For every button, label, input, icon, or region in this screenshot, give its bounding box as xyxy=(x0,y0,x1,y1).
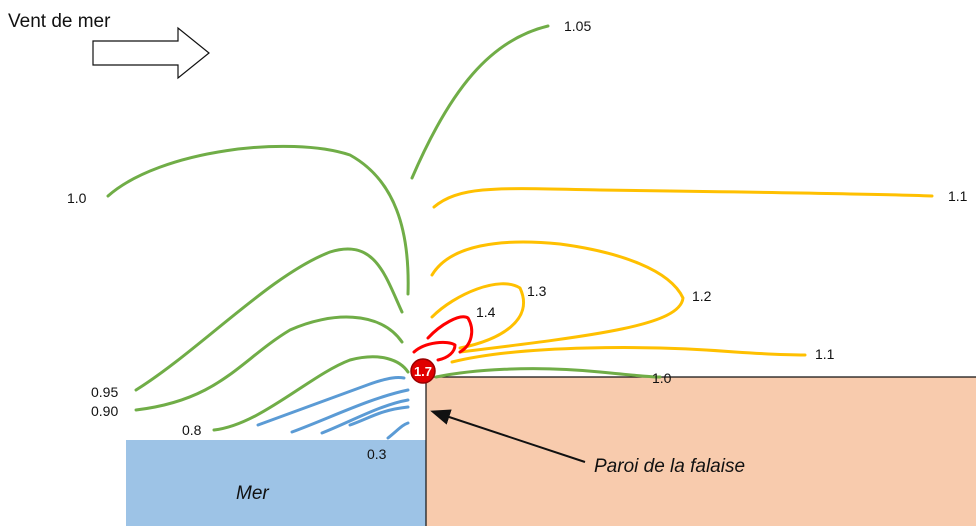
isoline-0-8 xyxy=(214,357,408,430)
diagram-title: Vent de mer xyxy=(8,11,111,32)
cliff-block xyxy=(426,377,976,526)
label-1-1-low: 1.1 xyxy=(815,346,835,362)
label-0-3: 0.3 xyxy=(367,446,387,462)
label-0-8: 0.8 xyxy=(182,422,202,438)
isoline-blue-5 xyxy=(388,423,408,438)
isoline-1-1-low xyxy=(452,348,805,362)
isoline-1-0-surface xyxy=(436,369,660,377)
wind-arrow-icon xyxy=(93,28,209,78)
label-1-0-surface: 1.0 xyxy=(652,370,672,386)
isoline-1-1-top xyxy=(434,189,932,207)
label-0-95: 0.95 xyxy=(91,384,118,400)
peak-value-label: 1.7 xyxy=(414,364,432,379)
label-1-2: 1.2 xyxy=(692,288,712,304)
isoline-1-0-top xyxy=(108,146,408,294)
isoline-1-2 xyxy=(432,242,683,352)
label-1-1-top: 1.1 xyxy=(948,188,968,204)
label-1-05: 1.05 xyxy=(564,18,591,34)
label-1-4: 1.4 xyxy=(476,304,496,320)
isoline-red-inner xyxy=(414,342,455,360)
cliff-wall-label: Paroi de la falaise xyxy=(594,456,745,477)
label-0-90: 0.90 xyxy=(91,403,118,419)
isoline-0-90 xyxy=(136,317,402,410)
isoline-blue-3 xyxy=(322,400,408,433)
sea-label: Mer xyxy=(236,483,269,504)
isoline-1-05 xyxy=(412,26,548,178)
label-1-3: 1.3 xyxy=(527,283,547,299)
label-1-0-top: 1.0 xyxy=(67,190,87,206)
isoline-1-4 xyxy=(428,317,472,352)
